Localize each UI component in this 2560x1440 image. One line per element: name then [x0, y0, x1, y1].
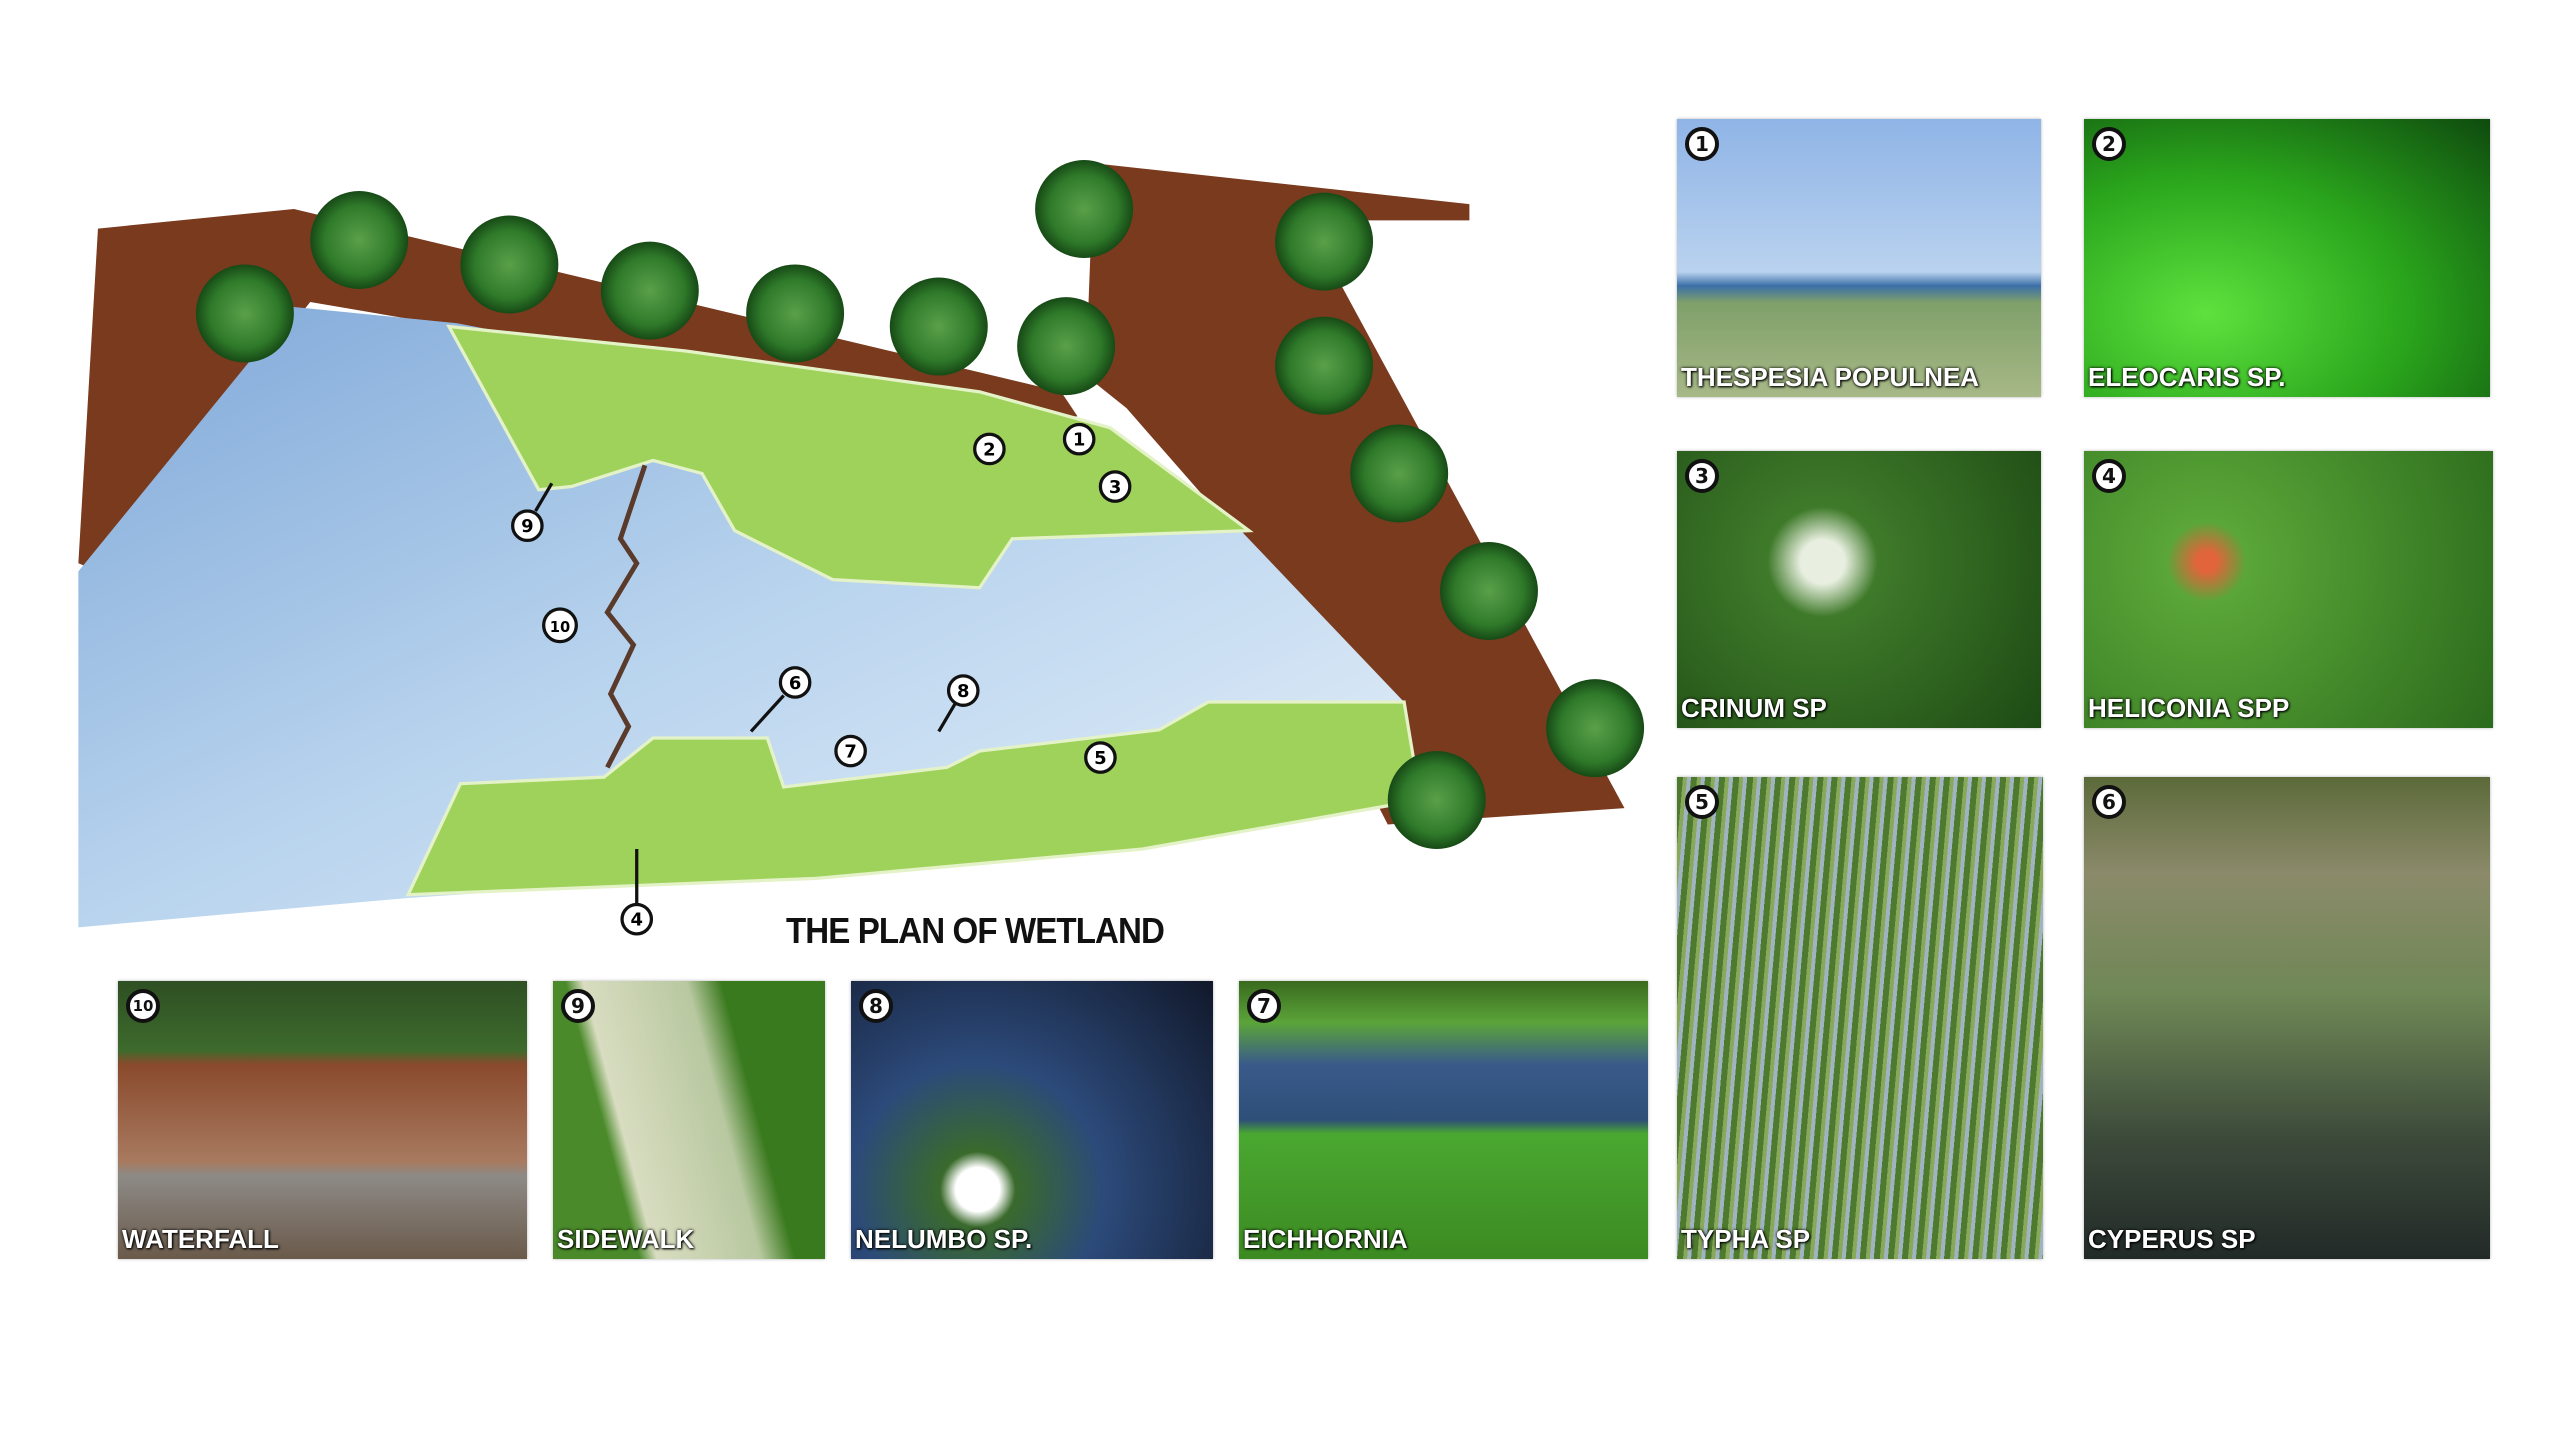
photo-label: HELICONIA SPP: [2088, 693, 2290, 723]
svg-text:8: 8: [957, 681, 969, 702]
svg-text:3: 3: [1109, 477, 1121, 498]
svg-text:6: 6: [789, 673, 801, 694]
photo-number: 9: [561, 989, 595, 1023]
marker-2: 2: [973, 432, 1006, 466]
photo-label: CRINUM SP: [1681, 693, 1827, 723]
plan-markers: 1 2 3 4 5 6 7 8 9 10: [511, 422, 1132, 936]
waterfall: [604, 464, 648, 769]
photo-label: THESPESIA POPULNEA: [1681, 362, 1980, 392]
photo-number: 3: [1685, 459, 1719, 493]
svg-text:2: 2: [983, 440, 995, 461]
photo-label: CYPERUS SP: [2088, 1224, 2256, 1254]
svg-text:7: 7: [844, 742, 856, 763]
photo-number: 5: [1685, 785, 1719, 819]
marker-5: 5: [1084, 741, 1117, 774]
trees: [195, 160, 1645, 849]
photo-label: EICHHORNIA: [1243, 1224, 1408, 1254]
photo-number: 4: [2092, 459, 2126, 493]
marker-1: 1: [1062, 422, 1096, 456]
marker-4: 4: [620, 848, 654, 936]
svg-text:5: 5: [1094, 748, 1106, 769]
photo-number: 2: [2092, 127, 2126, 161]
marker-6: 6: [749, 666, 812, 733]
photo-number: 7: [1247, 989, 1281, 1023]
marker-7: 7: [834, 734, 867, 768]
photo-number: 10: [126, 989, 160, 1023]
marker-9: 9: [511, 482, 554, 543]
photo-label: WATERFALL: [122, 1224, 279, 1254]
marker-3: 3: [1098, 470, 1132, 503]
photo-label: TYPHA SP: [1681, 1224, 1811, 1254]
svg-text:4: 4: [630, 910, 642, 931]
photo-number: 6: [2092, 785, 2126, 819]
marker-10: 10: [542, 607, 578, 644]
svg-text:1: 1: [1073, 430, 1085, 451]
photo-label: NELUMBO SP.: [855, 1224, 1033, 1254]
photo-label: ELEOCARIS SP.: [2088, 362, 2286, 392]
marker-8: 8: [937, 674, 980, 733]
green-islands: [405, 324, 1423, 897]
photo-number: 8: [859, 989, 893, 1023]
plan-title: THE PLAN OF WETLAND: [785, 910, 1165, 951]
photo-number: 1: [1685, 127, 1719, 161]
svg-text:10: 10: [550, 619, 570, 636]
photo-label: SIDEWALK: [557, 1224, 695, 1254]
svg-text:9: 9: [521, 516, 533, 537]
